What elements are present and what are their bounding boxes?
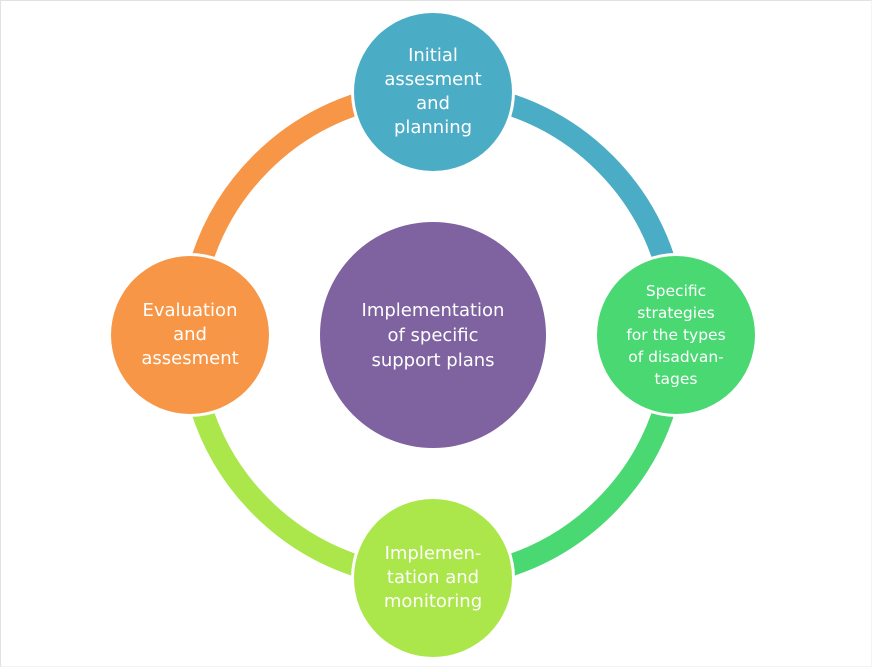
connector-arc-bottom-left: [190, 402, 366, 578]
node-label-bottom: Implemen- tation and monitoring: [383, 543, 483, 612]
node-label-top: Initial assesment and planning: [384, 45, 482, 138]
center-node-implementation-of-specific-support-plans: Implementation of specific support plans: [320, 222, 546, 448]
node-label-left: Evaluation and assesment: [141, 300, 239, 369]
node-specific-strategies: Specific strategies for the types of dis…: [597, 256, 755, 414]
node-label-right: Specific strategies for the types of dis…: [626, 282, 726, 388]
node-implementation-and-monitoring: Implemen- tation and monitoring: [354, 499, 512, 657]
node-initial-assessment-and-planning: Initial assesment and planning: [354, 13, 512, 171]
center-node-label: Implementation of specific support plans: [361, 299, 505, 371]
connector-arc-right-bottom: [500, 402, 676, 578]
connector-arc-left-top: [190, 92, 366, 268]
node-evaluation-and-assessment: Evaluation and assesment: [111, 256, 269, 414]
connector-arc-top-right: [500, 92, 676, 268]
